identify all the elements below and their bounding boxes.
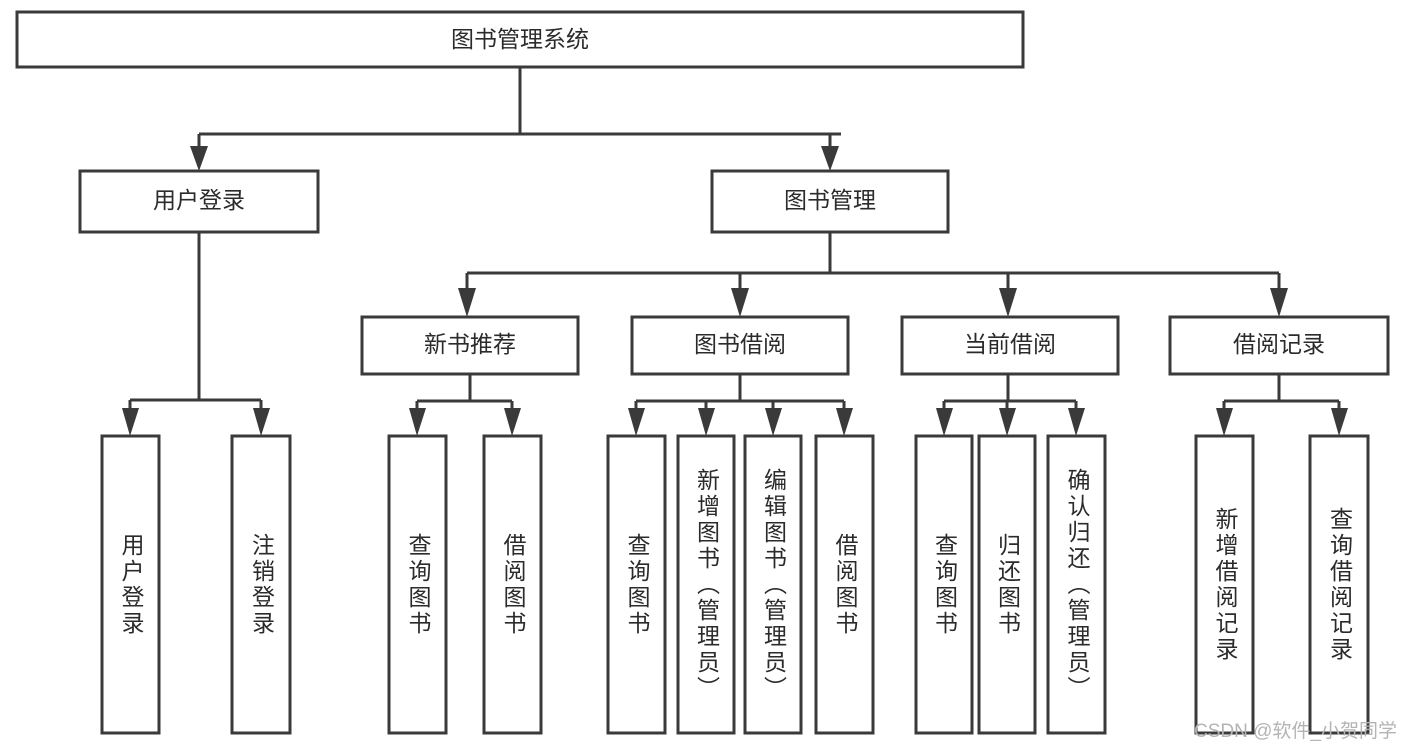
arrowhead-user-login [190, 146, 208, 171]
leaf-box-borrow-book-1[interactable] [482, 434, 543, 735]
node-borrow-record-label: 借阅记录 [1233, 331, 1325, 357]
arrowhead-borrow-record [1270, 288, 1288, 317]
node-new-book-recommend-box[interactable] [360, 315, 580, 376]
arrowhead-leaf-borrow-book-1 [504, 408, 521, 436]
leaf-box-borrow-book-2[interactable] [814, 434, 875, 735]
arrowhead-leaf-edit-book [765, 408, 782, 436]
leaf-box-query-record[interactable] [1308, 434, 1370, 735]
leaf-box-logout[interactable] [230, 434, 292, 735]
leaf-box-return-book[interactable] [977, 434, 1037, 735]
leaf-box-query-book-2[interactable] [606, 434, 667, 735]
node-user-login-box[interactable] [78, 169, 320, 234]
leaf-box-add-record[interactable] [1194, 434, 1255, 735]
node-root-label: 图书管理系统 [451, 26, 589, 52]
arrowhead-new-book-rec [458, 288, 476, 317]
node-new-book-recommend-label: 新书推荐 [424, 331, 516, 357]
arrowhead-leaf-query-record [1331, 408, 1348, 436]
leaf-box-add-book[interactable] [676, 434, 736, 735]
leaf-box-query-book-1[interactable] [387, 434, 448, 735]
watermark: CSDN @软件_小贺同学 [1194, 721, 1397, 742]
arrowhead-leaf-return-book [999, 408, 1016, 436]
arrowhead-leaf-query-book-2 [628, 408, 645, 436]
node-root-box[interactable] [15, 10, 1025, 69]
node-book-management-box[interactable] [710, 169, 950, 234]
node-book-borrow-label: 图书借阅 [694, 331, 786, 357]
node-root[interactable]: 图书管理系统 [15, 10, 1025, 69]
arrowhead-leaf-add-book [698, 408, 715, 436]
node-current-borrow-box[interactable] [900, 315, 1120, 376]
node-book-management-label: 图书管理 [784, 187, 876, 213]
node-borrow-record-box[interactable] [1168, 315, 1390, 376]
arrowhead-leaf-query-book-1 [409, 408, 426, 436]
node-user-login[interactable]: 用户登录 [78, 169, 320, 234]
arrowhead-leaf-borrow-book-2 [836, 408, 853, 436]
arrowhead-current-borrow [999, 288, 1017, 317]
node-user-login-label: 用户登录 [153, 187, 245, 213]
node-new-book-recommend[interactable]: 新书推荐 [360, 315, 580, 376]
node-book-management[interactable]: 图书管理 [710, 169, 950, 234]
node-current-borrow-label: 当前借阅 [964, 331, 1056, 357]
connectors-group [122, 67, 1348, 436]
arrowhead-leaf-query-book-3 [936, 408, 953, 436]
leaf-boxes-group [100, 434, 1370, 735]
leaf-box-confirm-return[interactable] [1046, 434, 1107, 735]
node-book-borrow[interactable]: 图书借阅 [630, 315, 850, 376]
arrowhead-leaf-add-record [1216, 408, 1233, 436]
arrowhead-book-borrow [731, 288, 749, 317]
arrowhead-book-mgmt [821, 146, 839, 171]
arrowhead-leaf-confirm-return [1068, 408, 1085, 436]
leaf-box-edit-book[interactable] [743, 434, 803, 735]
node-current-borrow[interactable]: 当前借阅 [900, 315, 1120, 376]
leaf-box-user-login[interactable] [100, 434, 161, 735]
arrowhead-leaf-user-login [122, 408, 139, 436]
leaf-box-query-book-3[interactable] [914, 434, 974, 735]
arrowhead-leaf-logout [253, 408, 270, 436]
node-borrow-record[interactable]: 借阅记录 [1168, 315, 1390, 376]
node-book-borrow-box[interactable] [630, 315, 850, 376]
